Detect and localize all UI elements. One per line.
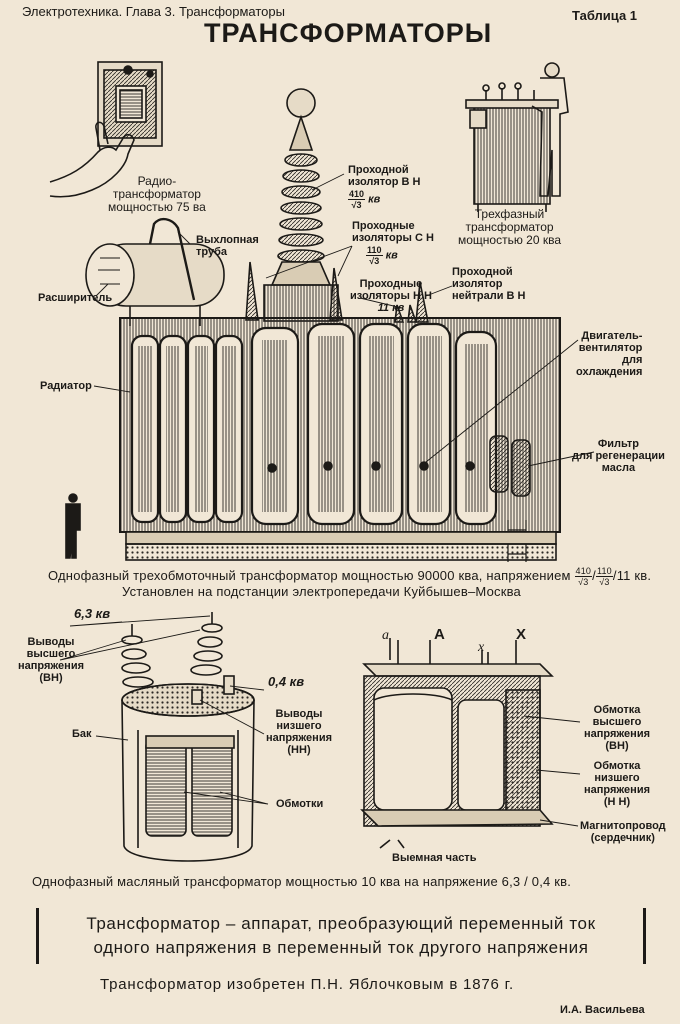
- low-voltage-value: 0,4 кв: [268, 674, 305, 689]
- author: И.А. Васильева: [560, 1004, 645, 1016]
- radio-transformer-drawing: [49, 61, 163, 198]
- leader-lines: [93, 173, 595, 467]
- fan-motor-label: Двигатель- вентилятор для охлаждения: [576, 330, 643, 378]
- lv-winding-label: Обмотка низшего напряжения (Н Н): [584, 760, 650, 808]
- definition-line-1: Трансформатор – аппарат, преобразующий п…: [86, 914, 596, 933]
- oil-filter-label: Фильтр для регенерации масла: [572, 438, 665, 474]
- oil-leader-lines: [59, 615, 269, 805]
- inventor-note: Трансформатор изобретен П.Н. Яблочковым …: [100, 976, 514, 993]
- large-transformer-location: Установлен на подстанции электропередачи…: [122, 584, 521, 599]
- removable-part-label: Выемная часть: [392, 852, 477, 864]
- terminal-x: x: [478, 640, 485, 655]
- large-transformer-caption: Однофазный трехобмоточный трансформатор …: [48, 566, 652, 587]
- core-drawing: [360, 638, 554, 849]
- neutral-bushing-label: Проходной изолятор нейтрали В Н: [452, 266, 526, 302]
- exhaust-pipe-label: Выхлопная труба: [196, 234, 259, 258]
- hv-winding-label: Обмотка высшего напряжения (ВН): [584, 704, 650, 752]
- magnetic-core-label: Магнитопровод (сердечник): [580, 820, 666, 844]
- book-header: Электротехника. Глава 3. Трансформаторы: [22, 4, 285, 19]
- mv-bushings-label: Проходные изоляторы С Н 110 √3 кв: [352, 220, 434, 266]
- hv-bushing-label: Проходной изолятор В Н 410 √3 кв: [348, 164, 421, 210]
- table-number: Таблица 1: [572, 8, 638, 23]
- terminal-X: X: [516, 626, 527, 643]
- expander-label: Расширитель: [38, 292, 113, 304]
- lv-bushings-label: Проходные изоляторы Н Н 11 кв: [350, 278, 432, 314]
- windings-label: Обмотки: [276, 798, 324, 810]
- page-title: ТРАНСФОРМАТОРЫ: [204, 18, 493, 48]
- lv-leads-label: Выводы низшего напряжения (НН): [266, 708, 332, 756]
- definition-line-2: одного напряжения в переменный ток друго…: [93, 938, 589, 957]
- oil-transformer-drawing: [121, 612, 255, 862]
- high-voltage-value: 6,3 кв: [74, 606, 111, 621]
- three-phase-transformer-label: Трехфазный трансформатор мощностью 20 кв…: [458, 207, 562, 247]
- terminal-A: A: [434, 626, 445, 643]
- definition-box: Трансформатор – аппарат, преобразующий п…: [36, 908, 646, 964]
- core-leader-lines: [523, 715, 581, 827]
- radiator-label: Радиатор: [40, 380, 92, 392]
- hv-leads-label: Выводы высшего напряжения (ВН): [18, 636, 84, 684]
- caption-fraction-2: 110 √3: [595, 566, 613, 587]
- oil-transformer-caption: Однофазный масляный трансформатор мощнос…: [32, 874, 572, 889]
- hv-voltage-fraction: 410 √3: [348, 189, 366, 210]
- radio-transformer-label: Радио- трансформатор мощностью 75 ва: [108, 174, 206, 214]
- caption-fraction-1: 410 √3: [574, 566, 593, 587]
- three-phase-transformer-drawing: [465, 62, 569, 212]
- terminal-a: a: [382, 628, 389, 643]
- mv-voltage-fraction: 110 √3: [366, 245, 383, 266]
- tank-label: Бак: [72, 728, 92, 740]
